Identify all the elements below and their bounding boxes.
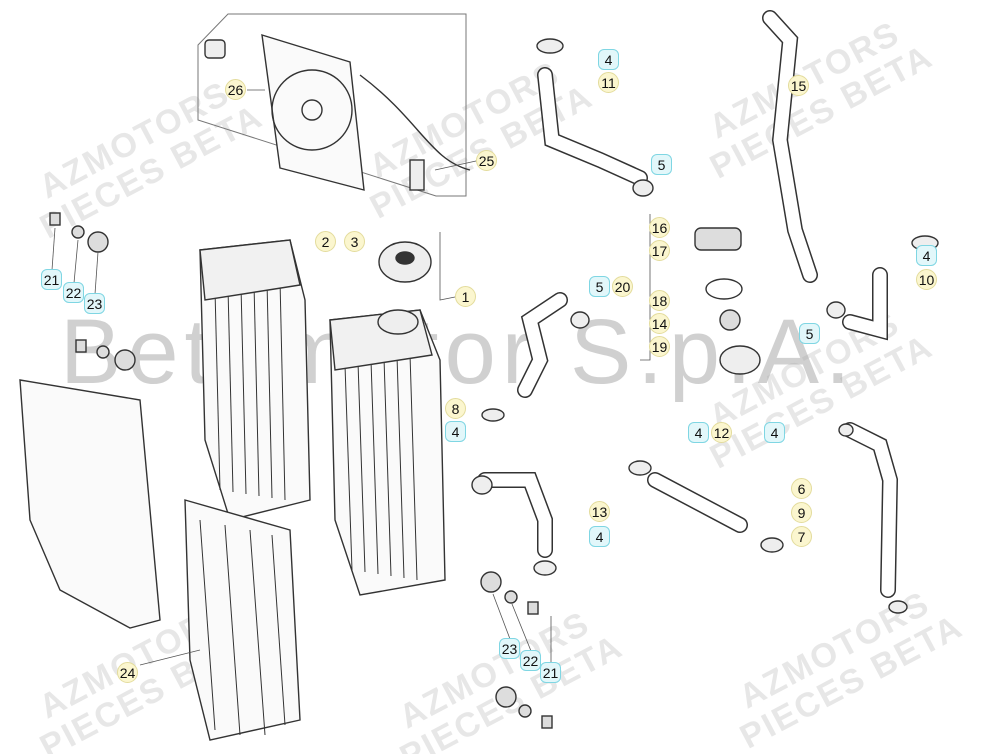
radiator-guard <box>184 499 301 741</box>
o-ring <box>705 278 743 300</box>
callout-23: 23 <box>84 293 105 314</box>
cooling-fan <box>261 34 471 191</box>
callout-4: 4 <box>764 422 785 443</box>
callout-9: 9 <box>791 502 812 523</box>
callout-4: 4 <box>445 421 466 442</box>
callout-20: 20 <box>612 276 633 297</box>
callout-23: 23 <box>499 638 520 659</box>
callout-12: 12 <box>711 422 732 443</box>
callout-5: 5 <box>589 276 610 297</box>
callout-1: 1 <box>455 286 476 307</box>
callout-24: 24 <box>117 662 138 683</box>
callout-10: 10 <box>916 269 937 290</box>
radiator-shroud <box>19 379 161 629</box>
thermostat-cover <box>719 345 761 375</box>
radiator-left <box>199 239 311 521</box>
fan-sensor <box>204 39 226 59</box>
callout-19: 19 <box>649 336 670 357</box>
callout-13: 13 <box>589 501 610 522</box>
callout-22: 22 <box>63 282 84 303</box>
callout-22: 22 <box>520 650 541 671</box>
callout-21: 21 <box>540 662 561 683</box>
callout-2: 2 <box>315 231 336 252</box>
callout-21: 21 <box>41 269 62 290</box>
fasteners <box>49 212 553 729</box>
radiator-right <box>329 309 446 596</box>
callout-25: 25 <box>476 150 497 171</box>
callout-16: 16 <box>649 217 670 238</box>
callout-17: 17 <box>649 240 670 261</box>
fan-kit-box <box>197 13 467 197</box>
callout-4: 4 <box>589 526 610 547</box>
callout-8: 8 <box>445 398 466 419</box>
callout-5: 5 <box>651 154 672 175</box>
callout-4: 4 <box>688 422 709 443</box>
thermostat <box>719 309 741 331</box>
brand-watermark: Betamotor S.p.A. <box>60 301 857 403</box>
callout-4: 4 <box>916 245 937 266</box>
radiator-cap <box>378 241 432 283</box>
callout-26: 26 <box>225 79 246 100</box>
callout-11: 11 <box>598 72 619 93</box>
callout-14: 14 <box>649 313 670 334</box>
callout-5: 5 <box>799 323 820 344</box>
thermostat-housing <box>694 227 742 251</box>
callout-18: 18 <box>649 290 670 311</box>
callout-3: 3 <box>344 231 365 252</box>
callout-4: 4 <box>598 49 619 70</box>
callout-7: 7 <box>791 526 812 547</box>
hose-clamps <box>471 38 939 614</box>
callout-6: 6 <box>791 478 812 499</box>
callout-15: 15 <box>788 75 809 96</box>
